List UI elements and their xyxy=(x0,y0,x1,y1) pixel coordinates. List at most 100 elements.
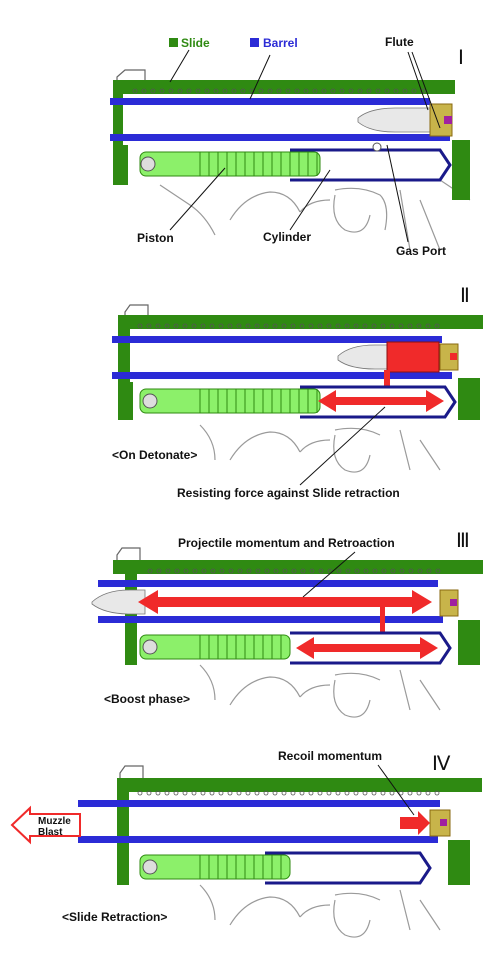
barrel-hole xyxy=(348,88,354,94)
barrel-hole xyxy=(258,88,264,94)
barrel-hole xyxy=(434,790,440,796)
slide-legend-label: Slide xyxy=(181,36,210,50)
caption-on-detonate: <On Detonate> xyxy=(112,448,197,462)
barrel-hole xyxy=(330,88,336,94)
barrel-hole xyxy=(146,323,152,329)
barrel-hole xyxy=(299,790,305,796)
barrel-hole xyxy=(398,323,404,329)
barrel-hole xyxy=(318,568,324,574)
barrel-hole xyxy=(218,323,224,329)
flute-leader-1 xyxy=(407,51,429,111)
gas-port-leader xyxy=(386,144,409,243)
caption-boost-phase: <Boost phase> xyxy=(104,692,190,706)
barrel-hole xyxy=(210,568,216,574)
barrel-lower xyxy=(78,836,438,843)
barrel-hole xyxy=(219,568,225,574)
barrel-hole xyxy=(308,323,314,329)
barrel-hole xyxy=(209,790,215,796)
barrel-upper xyxy=(112,336,442,343)
gas-port-marker xyxy=(444,116,452,124)
barrel-hole xyxy=(411,88,417,94)
projectile-arrow xyxy=(138,590,432,614)
barrel-hole xyxy=(164,323,170,329)
piston xyxy=(139,388,321,414)
barrel-hole xyxy=(254,323,260,329)
barrel-upper xyxy=(78,800,440,807)
barrel-hole xyxy=(236,323,242,329)
muzzle-blast-label-1: Muzzle xyxy=(38,816,71,827)
barrel-hole xyxy=(389,790,395,796)
panel-2: Ⅱ <On Detonate> Resisting force against … xyxy=(112,285,483,500)
barrel-hole xyxy=(201,568,207,574)
barrel-hole xyxy=(309,568,315,574)
hammer-pin xyxy=(142,859,158,875)
barrel-hole xyxy=(434,323,440,329)
barrel-hole xyxy=(363,568,369,574)
flute-box xyxy=(439,589,459,617)
barrel-hole xyxy=(362,323,368,329)
piston-label: Piston xyxy=(137,231,174,245)
piston xyxy=(139,854,291,880)
barrel-lower xyxy=(112,372,452,379)
barrel-hole xyxy=(155,323,161,329)
cylinder xyxy=(265,851,432,885)
barrel-hole xyxy=(416,323,422,329)
trigger xyxy=(333,434,371,473)
slide-top xyxy=(118,315,483,329)
resisting-leader xyxy=(299,406,386,486)
barrel-hole xyxy=(384,88,390,94)
barrel-hole xyxy=(165,568,171,574)
panel-4: Ⅳ Recoil momentum Muzzle Blast <Slide Re… xyxy=(10,749,482,938)
barrel-hole xyxy=(237,568,243,574)
cylinder xyxy=(290,148,452,182)
barrel-hole xyxy=(380,790,386,796)
flute-label: Flute xyxy=(385,35,414,49)
barrel-hole xyxy=(246,568,252,574)
panel-4-numeral: Ⅳ xyxy=(432,753,451,775)
barrel-holes xyxy=(132,88,426,94)
barrel-hole xyxy=(389,323,395,329)
barrel-hole xyxy=(407,323,413,329)
barrel-hole xyxy=(173,323,179,329)
projectile-leader xyxy=(302,551,356,598)
piston-leader xyxy=(169,167,226,231)
cylinder-label: Cylinder xyxy=(263,230,311,244)
barrel-hole xyxy=(273,568,279,574)
piston-rings xyxy=(199,635,282,659)
barrel-hole xyxy=(326,790,332,796)
barrel-hole xyxy=(371,323,377,329)
panel-1-numeral: Ⅰ xyxy=(458,47,464,69)
resisting-force-arrow xyxy=(318,390,444,412)
slide-rear xyxy=(113,80,123,185)
barrel-hole xyxy=(291,568,297,574)
barrel-hole xyxy=(425,790,431,796)
piston xyxy=(139,151,321,177)
barrel-hole xyxy=(366,88,372,94)
gas-channel xyxy=(380,607,385,647)
frame-outline xyxy=(159,179,471,251)
muzzle-blast-label-2: Blast xyxy=(38,827,63,838)
panel-3: Ⅲ Projectile momentum and Retroaction <B… xyxy=(91,530,483,718)
barrel-hole xyxy=(137,790,143,796)
barrel-hole xyxy=(339,88,345,94)
panel-2-numeral: Ⅱ xyxy=(460,285,470,307)
barrel-hole xyxy=(159,88,165,94)
barrel-hole xyxy=(267,88,273,94)
barrel-hole xyxy=(156,568,162,574)
barrel-hole xyxy=(312,88,318,94)
panel-1: Ⅰ Flute Piston Cylinder xyxy=(110,35,471,258)
barrel-hole xyxy=(398,790,404,796)
barrel-hole xyxy=(407,790,413,796)
barrel-hole xyxy=(141,88,147,94)
barrel-hole xyxy=(426,568,432,574)
barrel-hole xyxy=(281,323,287,329)
barrel-hole xyxy=(209,323,215,329)
barrel-hole xyxy=(303,88,309,94)
barrel-hole xyxy=(290,323,296,329)
barrel-hole xyxy=(218,790,224,796)
slide-legend-swatch xyxy=(169,38,178,47)
cartridge xyxy=(337,344,391,370)
barrel-hole xyxy=(353,790,359,796)
barrel-hole xyxy=(300,568,306,574)
barrel-hole xyxy=(344,790,350,796)
